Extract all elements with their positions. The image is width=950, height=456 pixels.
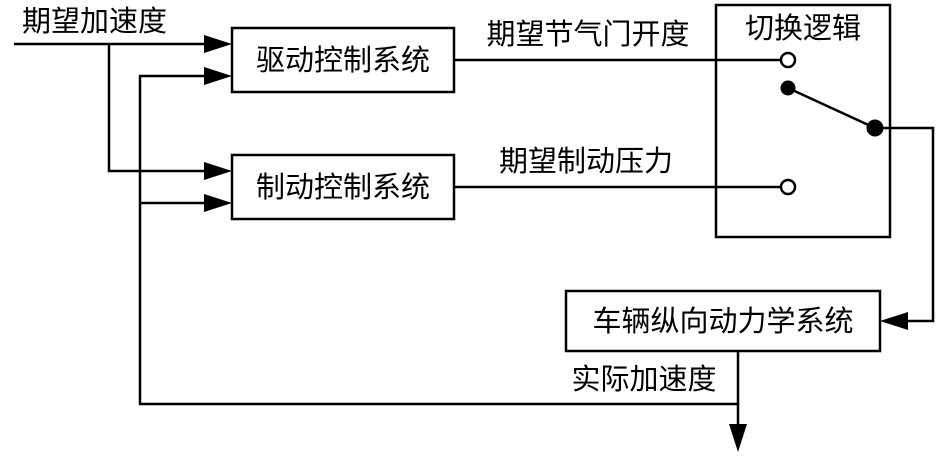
drive-control-block	[230, 26, 456, 94]
arrow-into-drive-bottom	[204, 67, 232, 85]
switch-contact-throttle	[779, 51, 797, 69]
desired-brake-pressure-label: 期望制动压力	[499, 144, 673, 178]
arrow-into-brake-top	[204, 162, 232, 180]
branch-line-to-brake	[107, 44, 212, 173]
brake-control-label: 制动控制系统	[256, 170, 430, 204]
switch-output-line	[875, 126, 935, 323]
vehicle-dynamics-block	[564, 289, 882, 353]
vehicle-dynamics-label: 车辆纵向动力学系统	[592, 304, 853, 338]
arrow-into-brake-bottom	[204, 194, 232, 212]
desired-throttle-label: 期望节气门开度	[486, 17, 689, 51]
drive-control-label: 驱动控制系统	[256, 43, 430, 77]
switch-logic-block	[714, 3, 892, 239]
arrow-into-drive-top	[204, 35, 232, 53]
switch-common-node	[866, 119, 884, 137]
switch-contact-brake	[779, 178, 797, 196]
switch-blade	[787, 86, 876, 130]
switch-logic-label: 切换逻辑	[745, 11, 861, 45]
brake-control-block	[230, 153, 456, 221]
actual-acceleration-label: 实际加速度	[571, 362, 716, 396]
arrow-output-down	[729, 424, 747, 452]
switch-pivot	[780, 80, 796, 96]
arrow-into-vehicle-dynamics	[880, 312, 908, 330]
feedback-line	[138, 74, 740, 406]
desired-acceleration-label: 期望加速度	[22, 4, 167, 38]
